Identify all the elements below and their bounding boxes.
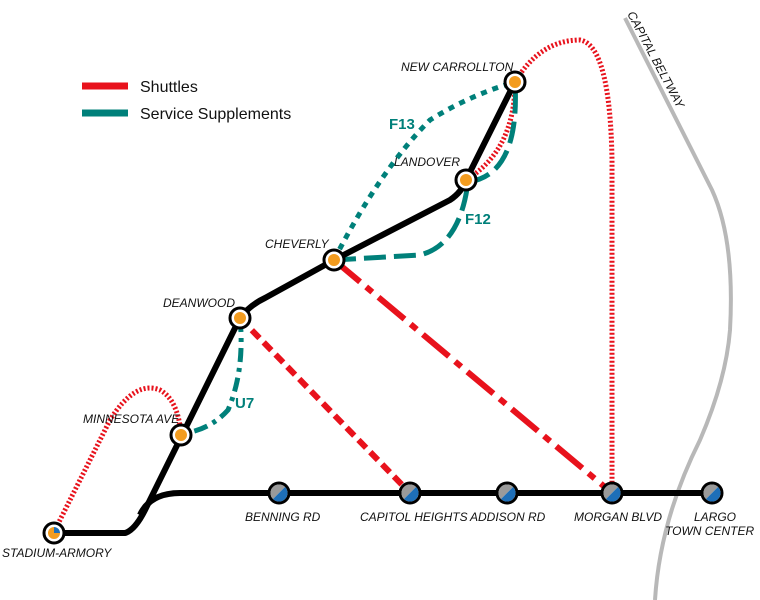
shuttle-deanwood-capitolheights bbox=[237, 315, 413, 496]
station-marker-addison-rd[interactable] bbox=[495, 481, 519, 505]
station-marker-largo[interactable] bbox=[700, 481, 724, 505]
metro-orange-line bbox=[54, 80, 518, 536]
beltway-label: CAPITAL BELTWAY bbox=[624, 9, 687, 111]
station-label-minnesota-ave: MINNESOTA AVE bbox=[83, 412, 180, 426]
station-label-largo-line2: TOWN CENTER bbox=[665, 524, 754, 538]
station-marker-landover[interactable] bbox=[454, 168, 478, 192]
station-marker-deanwood[interactable] bbox=[228, 306, 252, 330]
legend-supplements-label: Service Supplements bbox=[140, 106, 291, 123]
station-label-capitol-heights: CAPITOL HEIGHTS bbox=[360, 510, 468, 524]
supplement-u7 bbox=[180, 317, 244, 437]
metro-blue-line bbox=[137, 490, 712, 517]
supplement-f13 bbox=[331, 79, 516, 262]
shuttle-stadium-minnesota bbox=[51, 385, 184, 534]
supplement-f12 bbox=[333, 81, 518, 263]
route-label-u7: U7 bbox=[235, 395, 254, 412]
station-label-largo-line1: LARGO bbox=[694, 510, 736, 524]
station-marker-capitol-heights[interactable] bbox=[398, 481, 422, 505]
station-marker-new-carrollton[interactable] bbox=[503, 70, 527, 94]
station-label-deanwood: DEANWOOD bbox=[163, 296, 235, 310]
station-marker-minnesota-ave[interactable] bbox=[169, 423, 193, 447]
station-label-addison-rd: ADDISON RD bbox=[469, 510, 546, 524]
station-marker-benning-rd[interactable] bbox=[267, 481, 291, 505]
shuttle-cheverly-morgan bbox=[332, 257, 614, 496]
station-label-stadium-armory: STADIUM-ARMORY bbox=[2, 546, 112, 560]
station-label-morgan-blvd: MORGAN BLVD bbox=[574, 510, 662, 524]
station-marker-morgan-blvd[interactable] bbox=[600, 481, 624, 505]
route-label-f12: F12 bbox=[465, 211, 491, 228]
capital-beltway-road bbox=[623, 17, 733, 600]
station-label-benning-rd: BENNING RD bbox=[245, 510, 321, 524]
station-label-landover: LANDOVER bbox=[394, 155, 460, 169]
station-label-new-carrollton: NEW CARROLLTON bbox=[401, 60, 514, 74]
shuttle-newcarrollton-morgan bbox=[512, 37, 615, 493]
legend-shuttles-label: Shuttles bbox=[140, 79, 198, 96]
station-marker-cheverly[interactable] bbox=[322, 248, 346, 272]
route-label-f13: F13 bbox=[389, 116, 415, 133]
station-marker-stadium-armory[interactable] bbox=[42, 521, 66, 545]
station-label-cheverly: CHEVERLY bbox=[265, 237, 330, 251]
